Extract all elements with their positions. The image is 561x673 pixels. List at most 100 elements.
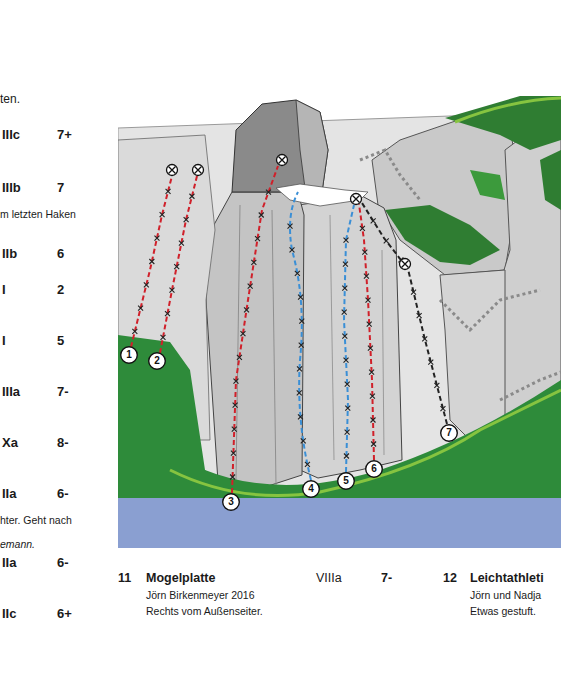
route-grade: IIb — [2, 247, 17, 262]
bolt-mark — [233, 403, 238, 408]
callout-circle: 2 — [148, 352, 166, 370]
summit-block — [232, 100, 328, 192]
rock-pillar — [206, 192, 304, 488]
background-wall — [118, 112, 561, 548]
route-grade: 8- — [57, 436, 69, 451]
bolt-mark — [417, 313, 422, 318]
route-grade: I — [2, 283, 6, 298]
bolt-mark — [342, 334, 347, 339]
callout-number: 5 — [343, 476, 349, 486]
bolt-mark — [244, 307, 249, 312]
bolt-mark — [289, 247, 294, 252]
route-grade: IIc — [2, 607, 16, 622]
bolt-mark — [342, 310, 347, 315]
route-grade: 6- — [57, 487, 69, 502]
route-description: 7- — [381, 571, 392, 585]
callout-circle: 6 — [365, 460, 383, 478]
route-description: VIIIa — [316, 571, 342, 585]
vegetation — [470, 170, 505, 200]
anchor-symbols — [167, 155, 411, 270]
route-grade: 6 — [57, 247, 64, 262]
route-grade: IIa — [2, 556, 16, 571]
bolt-mark — [288, 224, 293, 229]
route-line — [344, 205, 354, 472]
bolt-mark — [160, 335, 165, 340]
callout-circle: 5 — [337, 472, 355, 490]
bolt-mark — [169, 288, 174, 293]
ground — [205, 380, 561, 498]
path-line — [170, 390, 561, 496]
rock-crack — [330, 215, 384, 460]
route-grade: m letzten Haken — [0, 208, 76, 220]
bolt-mark — [233, 379, 238, 384]
bolt-mark — [368, 346, 373, 351]
bolt-mark — [434, 383, 439, 388]
route-grade: 6- — [57, 556, 69, 571]
bolt-mark — [179, 241, 184, 246]
vegetation — [445, 96, 561, 150]
route-line — [232, 166, 278, 493]
route-grade: IIIc — [2, 128, 20, 143]
route-grade: IIIa — [2, 385, 20, 400]
route-grade: IIa — [2, 487, 16, 502]
rock-block — [440, 270, 505, 440]
bolt-mark — [189, 194, 194, 199]
bolt-mark — [144, 282, 149, 287]
bolt-mark — [366, 298, 371, 303]
callout-number: 7 — [446, 428, 452, 438]
bolt-mark — [298, 295, 303, 300]
bolt-mark — [360, 226, 365, 231]
route-grade: 5 — [57, 334, 64, 349]
bolt-mark — [154, 236, 159, 241]
bolt-mark — [299, 343, 304, 348]
bolt-mark — [364, 274, 369, 279]
bolt-mark — [422, 336, 427, 341]
bolt-mark — [343, 262, 348, 267]
bolt-mark — [343, 238, 348, 243]
bolt-mark — [132, 329, 137, 334]
callout-circle: 7 — [440, 424, 458, 442]
bolt-mark — [259, 212, 264, 217]
bolt-mark — [248, 284, 253, 289]
route-grade: 7- — [57, 385, 69, 400]
route-description: Rechts vom Außenseiter. — [146, 605, 263, 617]
bolt-mark — [411, 290, 416, 295]
callout-number: 3 — [228, 497, 234, 507]
vegetation-edge — [455, 98, 561, 122]
bolt-mark — [371, 218, 376, 223]
route-grade: 6+ — [57, 607, 72, 622]
bolt-mark — [342, 286, 347, 291]
route-line — [362, 203, 447, 424]
bolt-mark — [369, 370, 374, 375]
route-description: 11 — [118, 571, 131, 585]
bolt-mark — [370, 394, 375, 399]
bolt-mark — [371, 418, 376, 423]
bolt-mark — [266, 190, 271, 195]
callout-number: 1 — [126, 350, 132, 360]
route-description: Jörn und Nadja — [470, 589, 541, 601]
bolt-mark — [149, 259, 154, 264]
route-description: 12 — [443, 571, 457, 585]
callout-number: 4 — [308, 484, 314, 494]
bolt-mark — [345, 406, 350, 411]
bolt-mark — [251, 260, 256, 265]
route-description: Jörn Birkenmeyer 2016 — [146, 589, 255, 601]
ledge — [276, 184, 368, 206]
bolt-mark — [174, 264, 179, 269]
bolt-mark — [345, 382, 350, 387]
route-grade: hter. Geht nach — [0, 514, 72, 526]
bolt-mark — [297, 366, 302, 371]
bolt-mark — [344, 454, 349, 459]
route-grade: 7 — [57, 181, 64, 196]
bolt-mark — [237, 355, 242, 360]
callout-circle: 1 — [120, 346, 138, 364]
route-line — [160, 176, 197, 353]
vegetation — [385, 205, 500, 265]
callout-number: 2 — [154, 356, 160, 366]
bolt-mark — [371, 442, 376, 447]
bolt-mark — [384, 238, 389, 243]
bolt-mark — [344, 358, 349, 363]
bolt-mark — [165, 311, 170, 316]
bolt-mark — [184, 217, 189, 222]
